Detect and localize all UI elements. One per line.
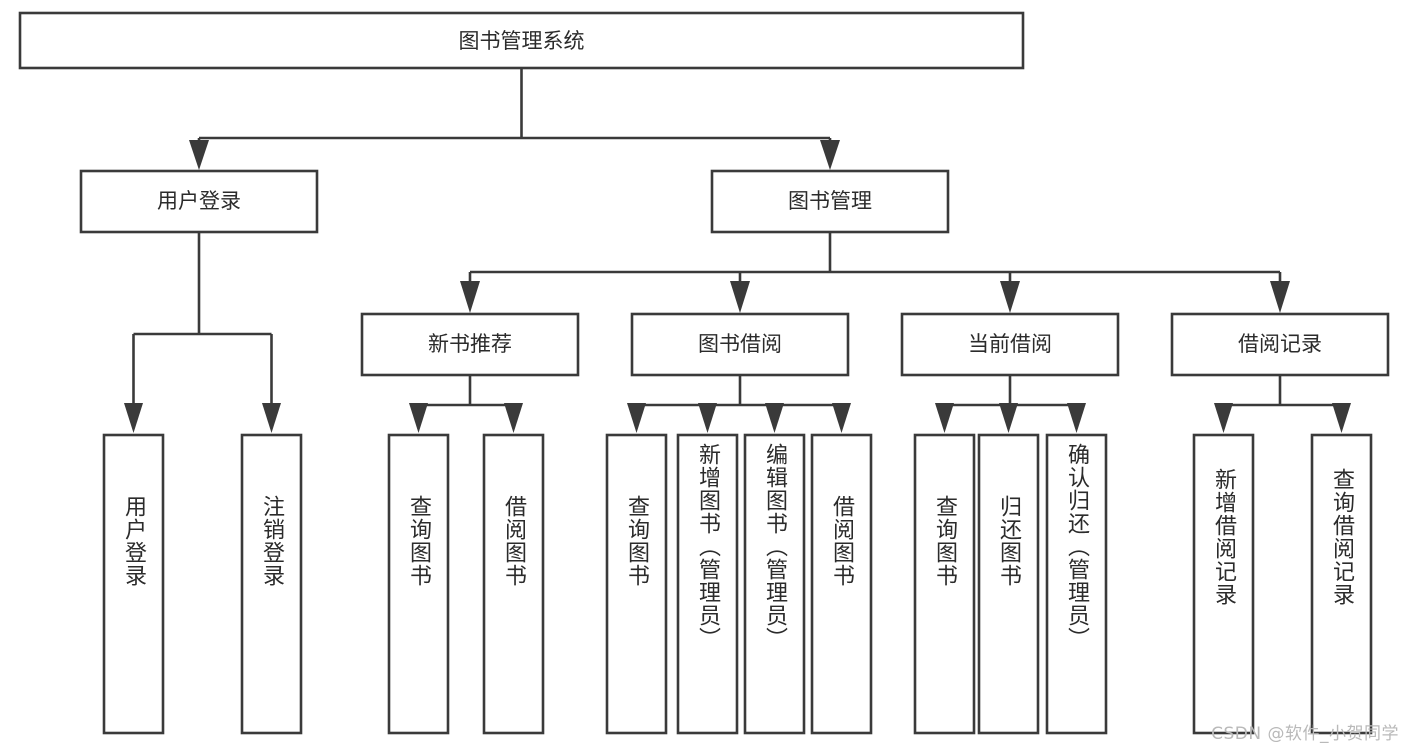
node-borrow-record[interactable]: 借阅记录 [1170, 312, 1390, 377]
arrowhead-bookborrow-1 [698, 403, 717, 433]
node-user-login-label: 用户登录 [157, 189, 241, 213]
node-book-borrow[interactable]: 图书借阅 [630, 312, 850, 377]
arrowhead-userlogin-0 [124, 403, 143, 433]
arrowhead-currentborrow-1 [999, 403, 1018, 433]
arrowhead-currentborrow-2 [1067, 403, 1086, 433]
node-book-borrow-label: 图书借阅 [698, 332, 782, 356]
leaf-box-current-borrow-0[interactable] [913, 433, 976, 735]
leaf-box-current-borrow-2[interactable] [1045, 433, 1108, 735]
arrowhead-borrowrecord-0 [1214, 403, 1233, 433]
leaf-box-book-borrow-1[interactable] [676, 433, 739, 735]
arrowhead-l2-3 [1270, 281, 1290, 313]
arrowhead-l2-1 [730, 281, 750, 313]
leaf-box-book-borrow-0[interactable] [605, 433, 668, 735]
leaf-box-user-login-1[interactable] [240, 433, 303, 735]
arrowhead-l1-0 [189, 140, 209, 170]
arrowhead-newbook-1 [504, 403, 523, 433]
node-borrow-record-label: 借阅记录 [1238, 332, 1322, 356]
arrowhead-l2-0 [460, 281, 480, 313]
node-root[interactable]: 图书管理系统 [18, 11, 1025, 70]
leaf-box-new-book-0[interactable] [387, 433, 450, 735]
node-current-borrow-box[interactable] [900, 312, 1120, 377]
node-new-book-recommend-box[interactable] [360, 312, 580, 377]
leaf-box-user-login-0[interactable] [102, 433, 165, 735]
leaf-box-book-borrow-2[interactable] [743, 433, 806, 735]
leaf-box-borrow-record-0[interactable] [1192, 433, 1255, 735]
arrowhead-currentborrow-0 [935, 403, 954, 433]
arrowhead-l1-1 [820, 140, 840, 170]
leaf-box-borrow-record-1[interactable] [1310, 433, 1373, 735]
arrowhead-bookborrow-2 [765, 403, 784, 433]
arrowhead-bookborrow-0 [627, 403, 646, 433]
leaf-box-current-borrow-1[interactable] [977, 433, 1040, 735]
arrowhead-borrowrecord-1 [1332, 403, 1351, 433]
node-current-borrow[interactable]: 当前借阅 [900, 312, 1120, 377]
node-root-box[interactable] [18, 11, 1025, 70]
node-book-borrow-box[interactable] [630, 312, 850, 377]
node-book-management-box[interactable] [710, 169, 950, 234]
node-new-book-recommend[interactable]: 新书推荐 [360, 312, 580, 377]
node-root-label: 图书管理系统 [459, 29, 585, 53]
node-borrow-record-box[interactable] [1170, 312, 1390, 377]
arrowhead-newbook-0 [409, 403, 428, 433]
arrowhead-userlogin-1 [262, 403, 281, 433]
node-book-management-label: 图书管理 [788, 189, 872, 213]
node-new-book-recommend-label: 新书推荐 [428, 332, 512, 356]
leaf-box-new-book-1[interactable] [482, 433, 545, 735]
leaf-box-book-borrow-3[interactable] [810, 433, 873, 735]
node-user-login[interactable]: 用户登录 [79, 169, 319, 234]
arrowhead-l2-2 [1000, 281, 1020, 313]
arrowhead-bookborrow-3 [832, 403, 851, 433]
watermark-text: CSDN @软件_小贺同学 [1211, 724, 1399, 744]
node-current-borrow-label: 当前借阅 [968, 332, 1052, 356]
node-book-management[interactable]: 图书管理 [710, 169, 950, 234]
